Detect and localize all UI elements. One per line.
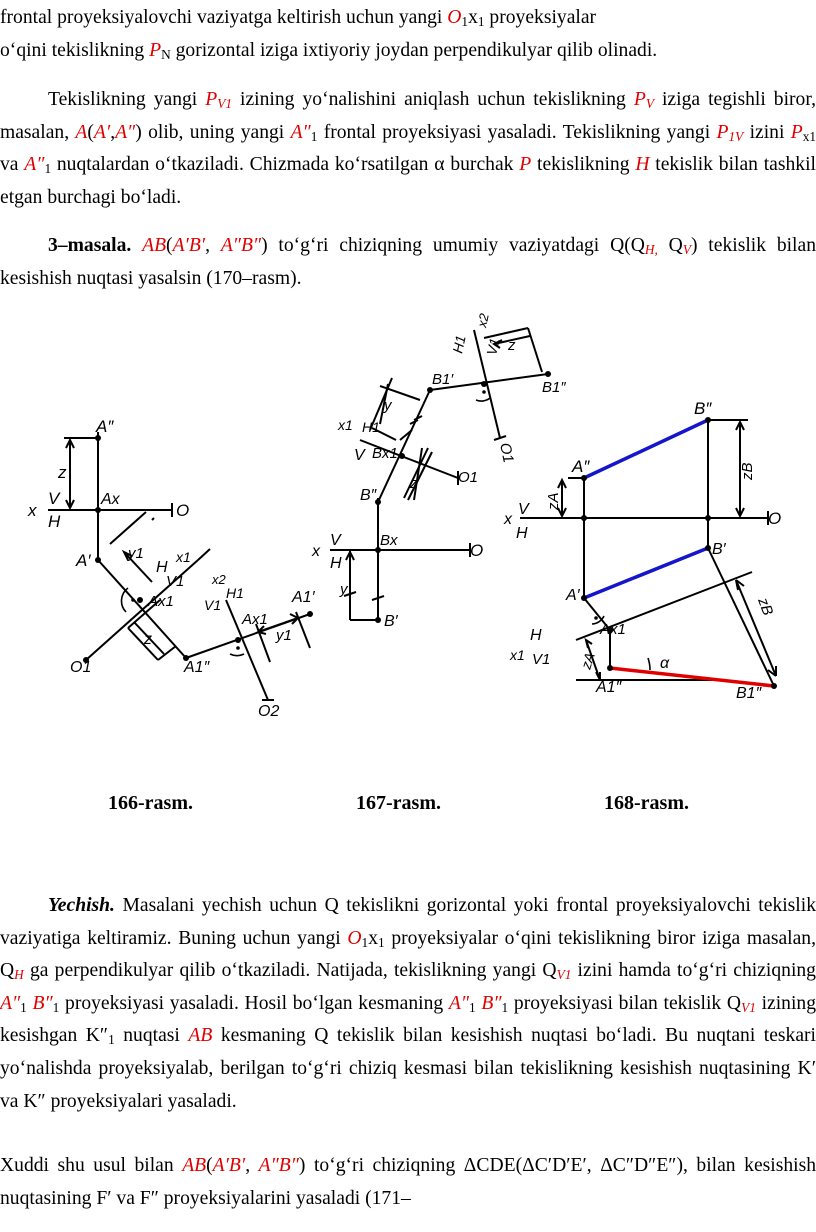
label-x1: x1 (509, 647, 525, 663)
label-v-new: V (354, 447, 366, 464)
label-x2: x2 (474, 311, 492, 329)
label-b-prime: B′ (712, 541, 727, 558)
label-o: O (768, 509, 781, 528)
label-h: H (48, 512, 61, 531)
label-a-double-prime: A″ (95, 417, 114, 436)
caption-166: 166-rasm. (108, 792, 193, 814)
label-b-double-prime: B″ (694, 399, 712, 418)
label-v: V (48, 489, 61, 508)
final-paragraph: Xuddi shu usul bilan AB(A′B′, A″B″) to‘g… (0, 1155, 816, 1209)
label-x2: x2 (211, 572, 227, 587)
label-x1: x1 (337, 417, 353, 433)
label-z-2: z (143, 631, 152, 648)
label-v1: V1 (166, 573, 184, 590)
label-v: V (330, 532, 342, 549)
label-a-prime: A′ (565, 587, 581, 604)
label-a1-double-prime: A1″ (595, 679, 623, 696)
label-z-b: z (409, 475, 418, 492)
label-o: O (470, 541, 483, 560)
label-o1: O1 (70, 659, 91, 676)
label-h: H (330, 555, 342, 572)
label-z: z (57, 463, 67, 482)
label-ax1: Ax1 (147, 593, 174, 610)
label-x: x (503, 511, 513, 528)
label-v1: V1 (483, 337, 502, 357)
label-o2: O2 (258, 703, 279, 720)
label-v: V (518, 501, 530, 518)
figure-167: x2 H1 V1 z B1′ B1″ x1 H1 V Bx1 y O1 O1 B… (311, 311, 566, 630)
label-za-2: zA (577, 650, 598, 671)
label-x1: x1 (175, 549, 191, 565)
label-o1: O1 (458, 469, 478, 486)
paragraph-1: frontal proyeksiyalovchi vaziyatga kelti… (0, 7, 658, 62)
label-o: O (176, 501, 189, 520)
blue-line-frontal (583, 418, 709, 480)
label-a1-prime: A1′ (291, 589, 316, 606)
label-a-prime: A′ (75, 551, 91, 570)
label-y: y (383, 397, 393, 414)
label-v1: V1 (532, 651, 550, 668)
label-b1-double-prime: B1″ (736, 685, 763, 702)
label-y-b: y (339, 581, 349, 598)
red-line-true-angle (609, 666, 775, 688)
label-h1-b: H1 (362, 419, 380, 435)
label-h1: H1 (449, 334, 468, 355)
label-a1-double-prime: A1″ (183, 659, 211, 676)
label-b1-double-prime: B1″ (542, 379, 566, 396)
label-x: x (311, 543, 321, 560)
blue-line-horizontal (583, 546, 709, 600)
label-h: H (516, 525, 528, 542)
problem-3-statement: 3–masala. AB(A′B′, A″B″) to‘g‘ri chiziqn… (0, 235, 816, 289)
label-b-double-prime: B″ (360, 487, 378, 504)
label-a-double-prime: A″ (571, 457, 590, 476)
label-z: z (507, 337, 516, 354)
label-za: zA (545, 492, 562, 511)
label-y1-b: y1 (275, 627, 292, 644)
label-ax1: Ax1 (599, 621, 626, 638)
label-v1-b: V1 (204, 597, 221, 613)
figure-166: A″ z x V H Ax O A′ y1 H x1 V1 Ax1 z O1 A… (27, 417, 316, 720)
label-bx: Bx (380, 532, 398, 549)
label-bx1: Bx1 (372, 445, 398, 462)
solution-paragraph: Yechish. Masalani yechish uchun Q tekisl… (0, 895, 816, 1112)
label-ax: Ax (100, 491, 121, 508)
caption-167: 167-rasm. (356, 792, 441, 814)
label-zb-2: zB (754, 595, 776, 618)
label-h-new: H (530, 627, 542, 644)
label-alpha: α (660, 655, 670, 672)
label-zb: zB (739, 462, 756, 481)
label-ax1-b: Ax1 (241, 611, 268, 628)
paragraph-2: Tekislikning yangi PV1 izining yo‘nalish… (0, 89, 816, 208)
figures-166-168: A″ z x V H Ax O A′ y1 H x1 V1 Ax1 z O1 A… (27, 311, 781, 720)
figure-168: B″ A″ zB zA x V H O B′ A′ zB Ax1 H x1 V1… (503, 399, 781, 702)
caption-168: 168-rasm. (604, 792, 689, 814)
label-h-new: H (156, 559, 168, 576)
label-y1: y1 (127, 545, 144, 562)
label-o1-b: O1 (496, 441, 517, 464)
label-h1: H1 (226, 585, 244, 601)
label-b1-prime: B1′ (432, 371, 454, 388)
label-x: x (27, 501, 37, 520)
label-b-prime: B′ (384, 613, 399, 630)
